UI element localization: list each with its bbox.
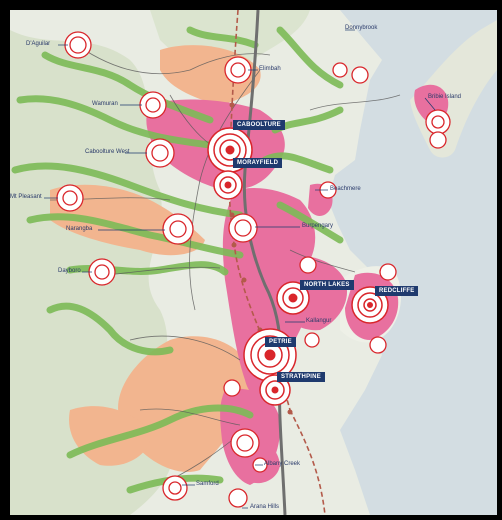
major-centre-strathpine bbox=[259, 374, 291, 406]
label-bribie-island: Bribie Island bbox=[428, 94, 462, 100]
tag-strathpine: STRATHPINE bbox=[277, 372, 325, 382]
label-daguilar: D'Aguilar bbox=[26, 41, 51, 47]
leader-lines bbox=[44, 29, 436, 509]
growth-area-south bbox=[69, 406, 151, 466]
local-centres bbox=[223, 62, 447, 508]
major-centre-redcliffe bbox=[351, 286, 389, 324]
regional-map: Donnybrook D'Aguilar Elimbah Wamuran Bri… bbox=[10, 10, 497, 515]
major-centre-morayfield bbox=[213, 170, 243, 200]
tag-morayfield: MORAYFIELD bbox=[233, 158, 283, 168]
label-donnybrook: Donnybrook bbox=[345, 25, 378, 31]
tag-petrie: PETRIE bbox=[265, 337, 296, 347]
label-albany-creek: Albany Creek bbox=[264, 461, 301, 467]
tag-redcliffe: REDCLIFFE bbox=[375, 286, 419, 296]
bruce-highway bbox=[242, 10, 287, 515]
growth-area-southwest bbox=[118, 336, 251, 472]
rail-extension bbox=[289, 409, 326, 515]
tag-north-lakes: NORTH LAKES bbox=[300, 280, 354, 290]
major-centre-north-lakes bbox=[276, 281, 310, 315]
tag-caboolture: CABOOLTURE bbox=[233, 120, 285, 130]
label-wamuran: Wamuran bbox=[92, 101, 118, 107]
label-arana-hills: Arana Hills bbox=[250, 504, 280, 510]
label-samford: Samford bbox=[196, 481, 219, 487]
label-narangba: Narangba bbox=[66, 226, 93, 232]
label-burpengary: Burpengary bbox=[302, 223, 334, 229]
label-beachmere: Beachmere bbox=[330, 186, 361, 192]
label-elimbah: Elimbah bbox=[259, 66, 281, 72]
green-corridors bbox=[11, 26, 344, 494]
map-canvas bbox=[10, 10, 497, 515]
label-mt-pleasant: Mt Pleasant bbox=[10, 194, 42, 200]
label-dayboro: Dayboro bbox=[58, 268, 81, 274]
label-caboolture-west: Caboolture West bbox=[85, 149, 130, 155]
label-kallangur: Kallangur bbox=[306, 318, 332, 324]
